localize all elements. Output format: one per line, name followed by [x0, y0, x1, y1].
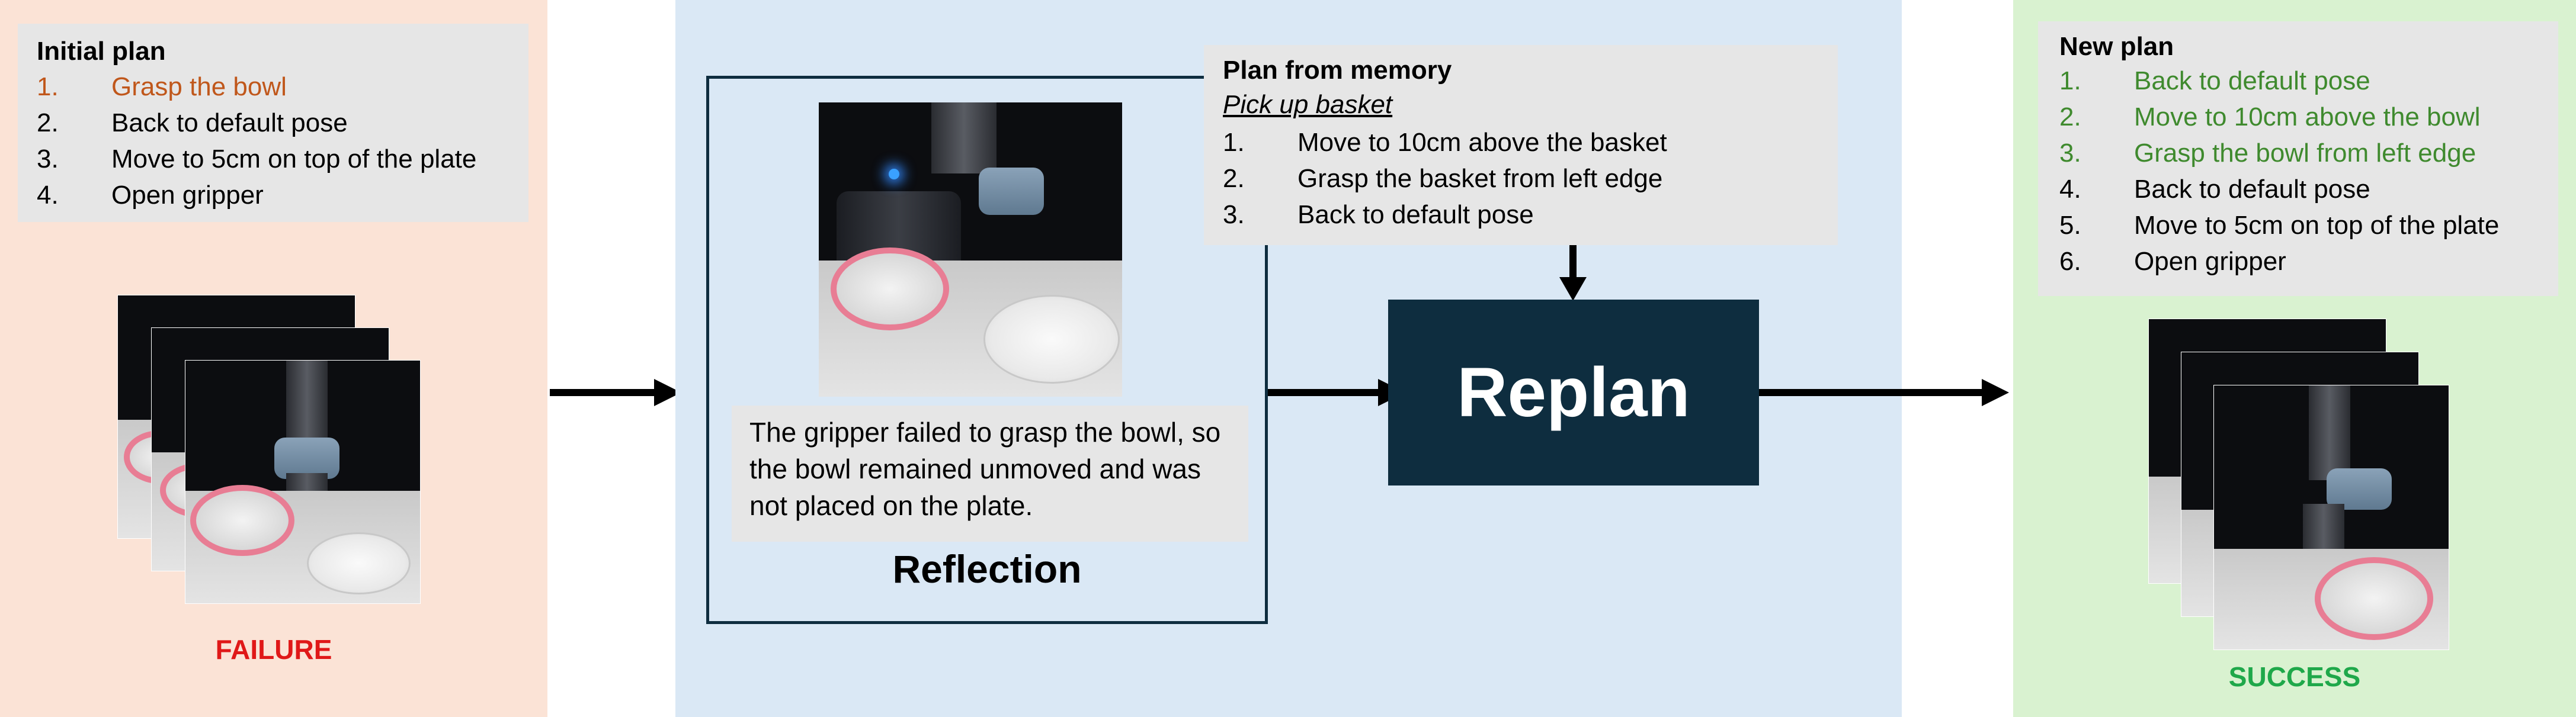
failure-label: FAILURE	[215, 634, 332, 665]
initial-plan-steps: 1. Grasp the bowl 2. Back to default pos…	[37, 69, 523, 213]
success-frame-front	[2213, 385, 2449, 650]
initial-plan-box: Initial plan 1. Grasp the bowl 2. Back t…	[18, 24, 528, 222]
reflection-box: The gripper failed to grasp the bowl, so…	[706, 76, 1268, 624]
initial-plan-step: 1. Grasp the bowl	[37, 72, 287, 101]
success-label: SUCCESS	[2228, 661, 2361, 692]
new-plan-panel: New plan 1. Back to default pose 2. Move…	[2013, 0, 2576, 717]
memory-subtitle: Pick up basket	[1223, 90, 1393, 119]
new-plan-box: New plan 1. Back to default pose 2. Move…	[2038, 21, 2558, 296]
reflection-label: Reflection	[892, 547, 1082, 591]
new-plan-step: 2. Move to 10cm above the bowl	[2059, 102, 2481, 131]
reflection-photo	[819, 102, 1122, 397]
new-plan-step: 5. Move to 5cm on top of the plate	[2059, 211, 2500, 240]
initial-plan-title: Initial plan	[37, 37, 166, 66]
new-plan-step: 3. Grasp the bowl from left edge	[2059, 139, 2476, 168]
arrow-memory-to-replan-head	[1559, 277, 1587, 301]
replan-label: Replan	[1457, 353, 1690, 432]
arrow-memory-to-replan	[1569, 245, 1577, 279]
replan-box: Replan	[1388, 300, 1759, 485]
initial-plan-step: 4. Open gripper	[37, 181, 264, 210]
memory-title: Plan from memory	[1223, 56, 1452, 85]
reflection-caption-box: The gripper failed to grasp the bowl, so…	[732, 406, 1248, 542]
memory-steps: 1. Move to 10cm above the basket 2. Gras…	[1223, 124, 1756, 233]
arrow-to-success-head	[1982, 379, 2009, 406]
reflection-caption: The gripper failed to grasp the bowl, so…	[749, 417, 1221, 521]
new-plan-steps: 1. Back to default pose 2. Move to 10cm …	[2059, 63, 2557, 279]
memory-step: 2. Grasp the basket from left edge	[1223, 164, 1663, 193]
new-plan-step: 4. Back to default pose	[2059, 175, 2370, 204]
initial-plan-panel: Initial plan 1. Grasp the bowl 2. Back t…	[0, 0, 547, 717]
new-plan-title: New plan	[2059, 32, 2174, 61]
memory-step: 3. Back to default pose	[1223, 200, 1534, 229]
new-plan-step: 6. Open gripper	[2059, 247, 2286, 276]
arrow-to-success	[1759, 389, 1984, 396]
initial-plan-step: 2. Back to default pose	[37, 108, 348, 137]
arrow-reflection-to-replan	[1268, 389, 1380, 396]
arrow-to-reflection	[550, 389, 656, 396]
failure-frame-front	[185, 360, 421, 604]
new-plan-step: 1. Back to default pose	[2059, 66, 2370, 95]
memory-box: Plan from memory Pick up basket 1. Move …	[1204, 45, 1838, 245]
memory-step: 1. Move to 10cm above the basket	[1223, 128, 1667, 157]
reflection-panel: The gripper failed to grasp the bowl, so…	[675, 0, 1902, 717]
initial-plan-step: 3. Move to 5cm on top of the plate	[37, 144, 477, 173]
